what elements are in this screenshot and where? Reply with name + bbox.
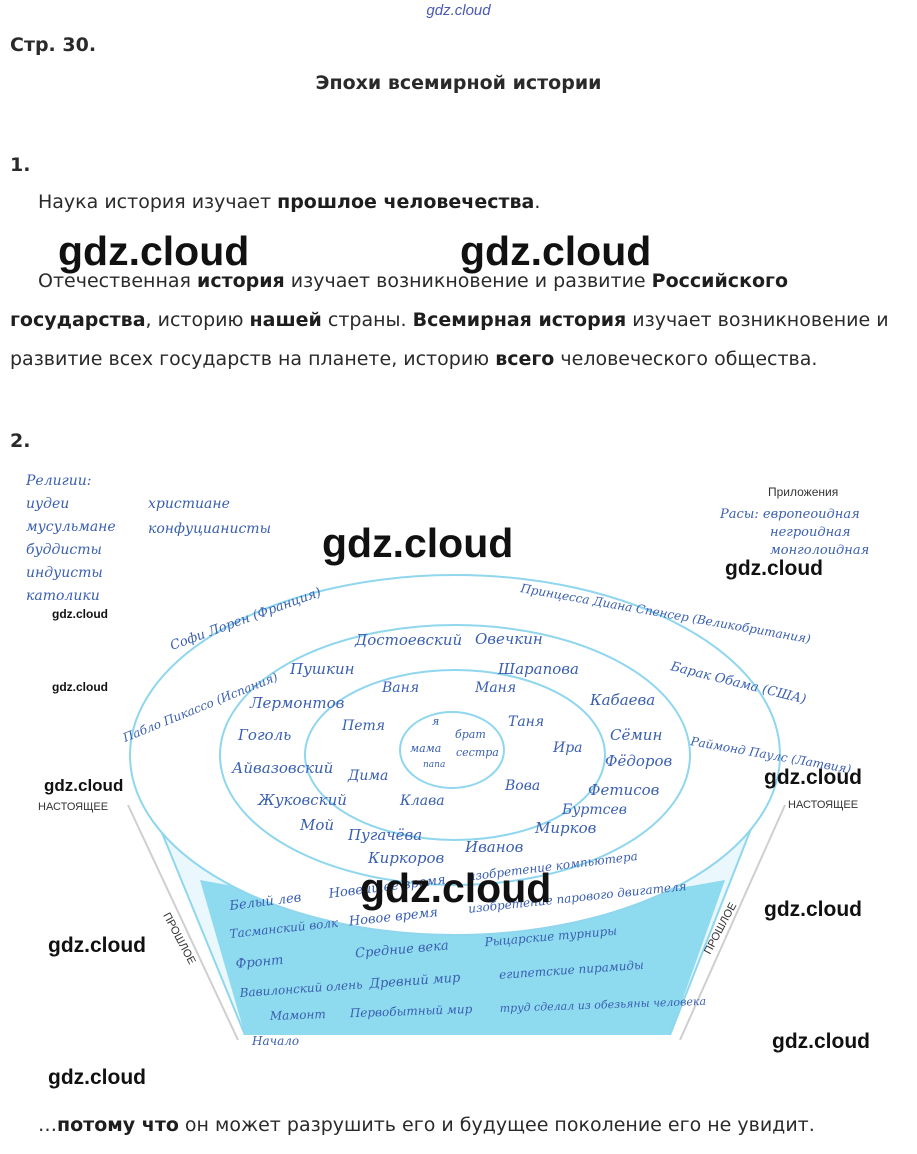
svg-text:Маня: Маня <box>474 680 516 696</box>
history-diagram: Религии: иудеи мусульмане буддисты индуи… <box>25 473 869 1048</box>
watermark: gdz.cloud <box>52 680 108 694</box>
center-ring-names: я мама папа брат сестра <box>410 715 499 770</box>
svg-text:иудеи: иудеи <box>26 496 69 512</box>
svg-text:христиане: христиане <box>148 496 230 512</box>
svg-text:Таня: Таня <box>508 714 544 730</box>
svg-text:Буртсев: Буртсев <box>561 802 627 818</box>
task-1-number: 1. <box>10 154 31 176</box>
svg-text:монголоидная: монголоидная <box>770 543 869 558</box>
ring-3-names: Достоевский Пушкин Лермонтов Гоголь Айва… <box>231 630 672 867</box>
svg-text:Кабаева: Кабаева <box>589 691 655 709</box>
svg-text:Мой: Мой <box>299 816 334 834</box>
task-3-line: …потому что он может разрушить его и буд… <box>38 1114 815 1136</box>
svg-text:Вова: Вова <box>504 778 540 794</box>
ring-2 <box>304 669 606 841</box>
svg-text:Клава: Клава <box>399 793 445 809</box>
svg-text:Шарапова: Шарапова <box>497 660 579 678</box>
svg-text:индуисты: индуисты <box>26 565 103 581</box>
bottom-word: Начало <box>251 1034 299 1048</box>
watermark: gdz.cloud <box>52 607 108 621</box>
present-label-left: НАСТОЯЩЕЕ <box>38 801 108 813</box>
ring-outer <box>129 574 781 936</box>
present-label-right: НАСТОЯЩЕЕ <box>788 799 858 811</box>
svg-text:Сёмин: Сёмин <box>610 726 662 744</box>
svg-text:мусульмане: мусульмане <box>26 519 116 535</box>
svg-text:Дима: Дима <box>347 768 388 784</box>
task-1-line1: Наука история изучает прошлое человечест… <box>38 191 541 213</box>
top-watermark: gdz.cloud <box>426 2 491 19</box>
svg-text:я: я <box>432 715 439 728</box>
svg-text:негроидная: негроидная <box>770 525 851 540</box>
svg-text:Достоевский: Достоевский <box>354 631 462 649</box>
svg-text:Фетисов: Фетисов <box>588 781 660 799</box>
task-1-paragraph: Отечественная история изучает возникнове… <box>10 270 889 370</box>
past-arrow-right <box>679 804 786 1041</box>
races-list: Расы: европеоидная негроидная монголоидн… <box>719 507 869 558</box>
past-arrow-left <box>127 804 239 1041</box>
watermark: gdz.cloud <box>48 934 146 957</box>
page-title: Эпохи всемирной истории <box>315 72 602 94</box>
watermark: gdz.cloud <box>725 557 823 580</box>
watermark: gdz.cloud <box>772 1030 870 1053</box>
watermark: gdz.cloud <box>360 865 552 911</box>
svg-text:папа: папа <box>423 760 445 770</box>
svg-text:Ваня: Ваня <box>381 680 419 696</box>
appendix-title: Приложения <box>768 485 838 499</box>
ring-2-names: Ваня Маня Петя Таня Ира Дима Вова Клава <box>341 680 583 809</box>
ring-3 <box>219 624 691 886</box>
svg-text:Фёдоров: Фёдоров <box>605 752 672 770</box>
svg-text:Овечкин: Овечкин <box>475 630 543 648</box>
watermark: gdz.cloud <box>764 766 862 789</box>
svg-text:мама: мама <box>410 742 441 755</box>
svg-text:Гоголь: Гоголь <box>237 726 291 744</box>
svg-text:Мамонт: Мамонт <box>269 1007 326 1023</box>
svg-text:Айвазовский: Айвазовский <box>231 759 333 777</box>
watermark: gdz.cloud <box>48 1066 146 1089</box>
page-number: Стр. 30. <box>10 34 97 56</box>
ring-center <box>399 711 505 789</box>
svg-text:Религии:: Религии: <box>25 473 91 489</box>
svg-text:католики: католики <box>26 588 100 604</box>
svg-text:Лермонтов: Лермонтов <box>249 694 345 712</box>
svg-text:Древний мир: Древний мир <box>368 971 462 992</box>
svg-text:сестра: сестра <box>456 746 499 759</box>
svg-text:конфуцианисты: конфуцианисты <box>148 521 271 537</box>
svg-text:брат: брат <box>455 728 486 741</box>
svg-text:Фронт: Фронт <box>235 953 284 972</box>
svg-text:Мирков: Мирков <box>534 819 597 837</box>
svg-text:Жуковский: Жуковский <box>257 791 347 809</box>
svg-text:Киркоров: Киркоров <box>367 849 444 867</box>
svg-text:Первобытный мир: Первобытный мир <box>349 1002 473 1020</box>
task-2-number: 2. <box>10 430 31 452</box>
svg-text:Расы: европеоидная: Расы: европеоидная <box>719 507 860 522</box>
epoch-row: Вавилонский олень Древний мир египетские… <box>238 958 644 1000</box>
watermark: gdz.cloud <box>764 898 862 921</box>
svg-text:Пугачёва: Пугачёва <box>347 826 422 844</box>
svg-text:Ира: Ира <box>552 740 583 756</box>
watermark: gdz.cloud <box>460 228 652 274</box>
svg-text:Пушкин: Пушкин <box>289 660 355 678</box>
watermark: gdz.cloud <box>44 776 124 795</box>
svg-text:Иванов: Иванов <box>464 838 524 856</box>
svg-text:Петя: Петя <box>341 718 385 734</box>
past-label-left: ПРОШЛОЕ <box>160 911 197 967</box>
watermark: gdz.cloud <box>58 228 250 274</box>
religions-list: Религии: иудеи мусульмане буддисты индуи… <box>25 473 271 604</box>
watermark: gdz.cloud <box>322 520 514 566</box>
svg-text:буддисты: буддисты <box>26 542 102 558</box>
